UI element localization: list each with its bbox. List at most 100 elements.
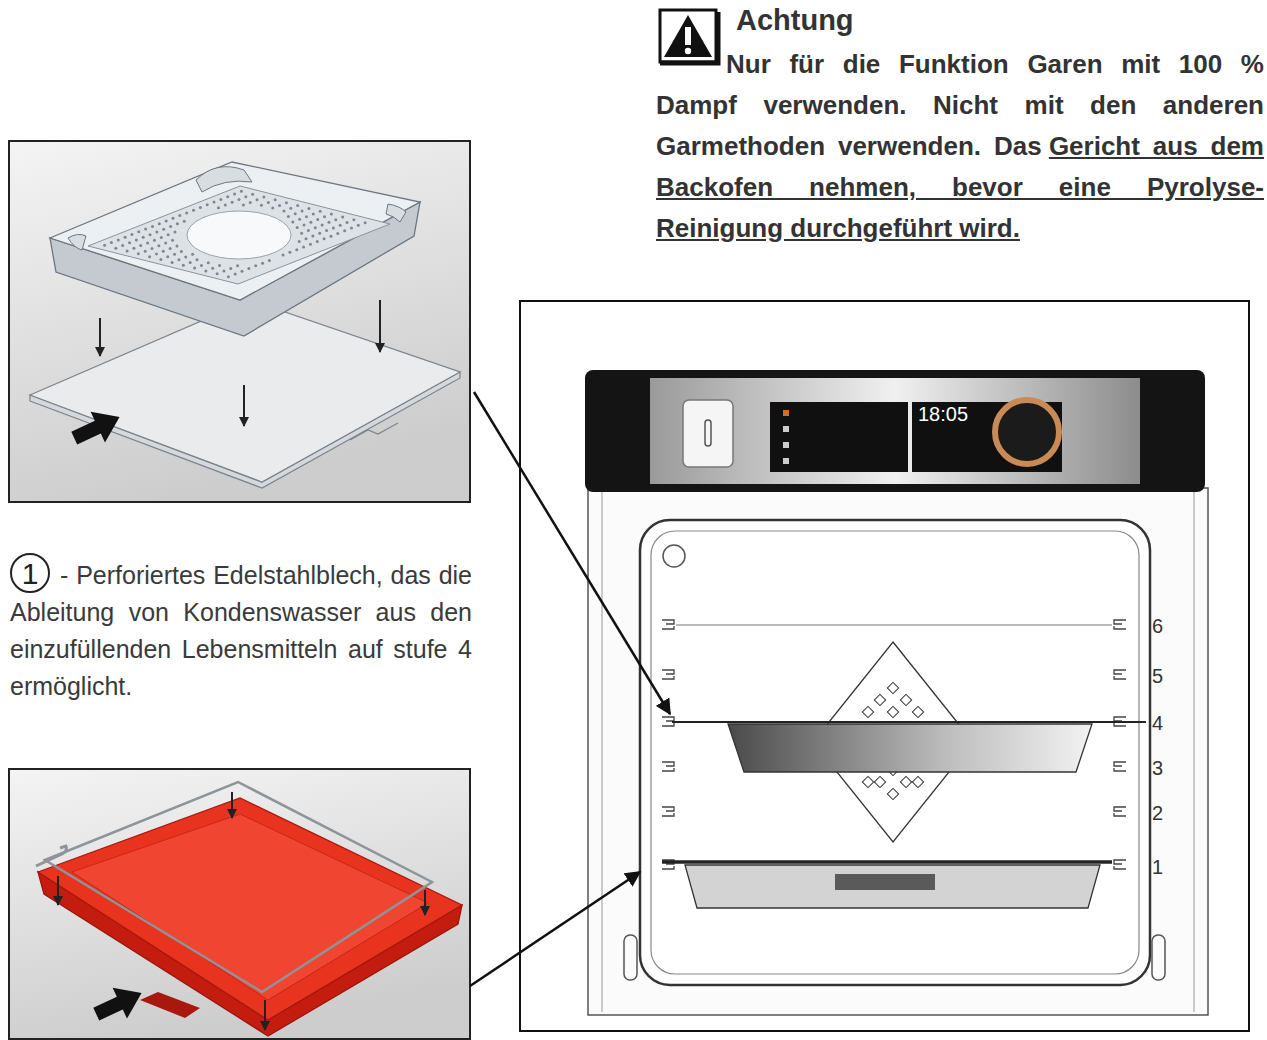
shelf-rail <box>662 620 1126 629</box>
tray-corner-pocket <box>386 204 406 222</box>
perforation-hole <box>183 220 186 223</box>
perforation-hole <box>132 247 135 250</box>
perforation-hole <box>158 222 161 225</box>
perforation-hole <box>314 226 317 229</box>
perforation-hole <box>309 221 312 224</box>
warning-body: Nur für die Funktion Garen mit 100 % Dam… <box>656 44 1264 249</box>
warning-icon-shadow <box>660 12 718 63</box>
perforation-hole <box>294 212 297 215</box>
control-panel <box>585 370 1205 492</box>
perforation-hole <box>274 198 277 201</box>
perforation-hole <box>124 236 127 239</box>
perforation-hole <box>256 198 259 201</box>
steam-pattern-mark <box>862 776 873 787</box>
perforation-hole <box>271 207 274 210</box>
perforation-hole <box>305 237 308 240</box>
perforation-hole <box>352 218 355 221</box>
perforation-hole <box>177 258 180 261</box>
callout-number: 1 <box>10 553 50 593</box>
perforation-hole <box>144 228 147 231</box>
perforation-hole <box>218 264 221 267</box>
perforation-hole <box>237 198 240 201</box>
door-hinge <box>1152 935 1165 980</box>
perforation-hole <box>229 267 232 270</box>
perforation-hole <box>149 233 152 236</box>
steam-pattern-mark <box>912 706 923 717</box>
perforation-hole <box>247 267 250 270</box>
insert-direction-arrow <box>89 978 149 1030</box>
perforation-hole <box>135 239 138 242</box>
perforation-hole <box>318 232 321 235</box>
perforation-hole <box>151 225 154 228</box>
perforation-hole <box>178 214 181 217</box>
display-left <box>770 402 908 472</box>
warning-exclamation-bar <box>685 27 691 45</box>
perforation-hole <box>268 259 271 262</box>
door-hinge <box>624 935 637 980</box>
perforation-hole <box>287 215 290 218</box>
perforation-hole <box>191 253 194 256</box>
perforation-hole <box>350 227 353 230</box>
drip-pan-side <box>685 865 1100 908</box>
perforation-hole <box>144 250 147 253</box>
placement-arrow <box>379 300 381 352</box>
perforation-hole <box>217 206 220 209</box>
callout-text: - Perforiertes Edelstahlblech, das die A… <box>10 557 472 705</box>
perforation-hole <box>319 210 322 213</box>
insert-direction-arrow <box>67 402 127 454</box>
perforation-hole <box>316 240 319 243</box>
perforation-hole <box>173 231 176 234</box>
oven-cavity-inner <box>651 531 1139 974</box>
perforation-hole <box>155 252 158 255</box>
shelf-level-number: 5 <box>1152 665 1163 687</box>
drip-pan-bump <box>835 874 935 890</box>
perforation-hole <box>289 207 292 210</box>
perforated-tray-side <box>728 724 1092 772</box>
perforation-hole <box>336 232 339 235</box>
perforation-hole <box>126 249 129 252</box>
oven-body <box>588 488 1208 1015</box>
perforation-hole <box>171 261 174 264</box>
perforation-hole <box>285 201 288 204</box>
perforation-hole <box>185 211 188 214</box>
perforation-hole <box>139 244 142 247</box>
perforation-hole <box>288 251 291 254</box>
perforation-hole <box>200 264 203 267</box>
placement-arrow <box>243 385 245 426</box>
tray-corner-pocket <box>68 234 86 250</box>
shelf-rails <box>662 620 1126 869</box>
perforation-hole <box>169 225 172 228</box>
perforation-hole <box>323 237 326 240</box>
steam-pattern-mark <box>900 694 911 705</box>
tray-rim <box>50 162 420 300</box>
perforation-hole <box>242 204 245 207</box>
wire-rack-handle <box>36 846 67 866</box>
steam-pattern-mark <box>912 776 923 787</box>
perforation-hole <box>151 247 154 250</box>
oven-side-line <box>1194 492 1195 1012</box>
display-icon <box>783 426 789 432</box>
leader-arrow <box>474 392 670 714</box>
perforation-hole <box>357 224 360 227</box>
perforation-hole <box>251 193 254 196</box>
perforation-hole <box>329 235 332 238</box>
shelf-level-number: 1 <box>1152 856 1163 878</box>
perforation-hole <box>300 232 303 235</box>
perforation-hole <box>199 206 202 209</box>
perforation-hole <box>153 239 156 242</box>
placement-arrow <box>57 876 59 905</box>
placement-arrow <box>99 318 101 356</box>
perforation-hole <box>307 207 310 210</box>
warning-triangle <box>664 15 712 57</box>
perforation-hole <box>110 241 113 244</box>
steam-pattern-mark <box>887 706 898 717</box>
perforation-hole <box>159 258 162 261</box>
shelf-level-number: 4 <box>1152 712 1163 734</box>
perforation-hole <box>189 261 192 264</box>
perforation-hole <box>162 228 165 231</box>
perforation-hole <box>282 209 285 212</box>
perforation-hole <box>364 221 367 224</box>
perforation-hole <box>298 218 301 221</box>
perforation-hole <box>164 242 167 245</box>
warning-exclamation-dot <box>685 48 691 54</box>
